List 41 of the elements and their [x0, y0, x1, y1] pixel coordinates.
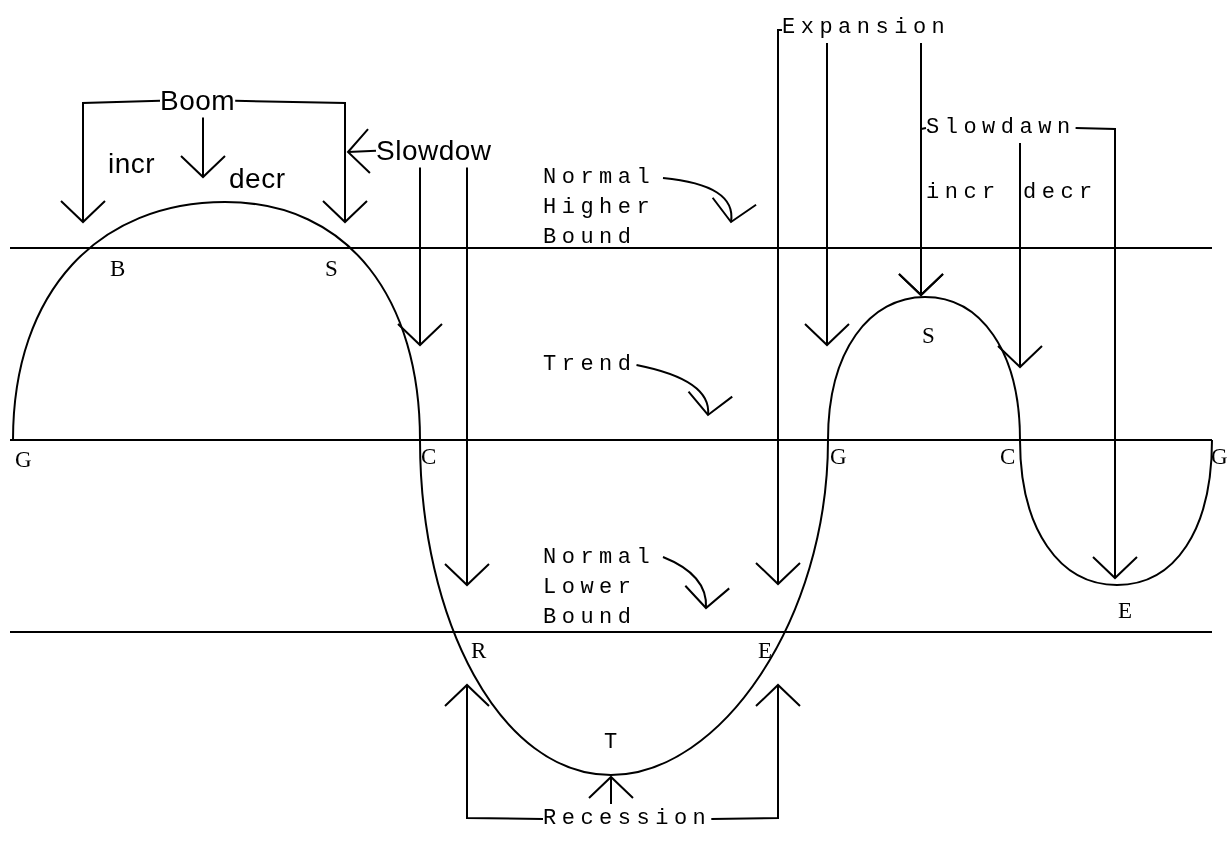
leader-arrow: [60, 99, 161, 223]
text-label: decr: [1023, 179, 1098, 207]
point-label: S: [325, 255, 338, 283]
leader-arrow: [710, 684, 801, 820]
leader-arrow: [662, 177, 756, 223]
leader-arrow: [1074, 127, 1138, 579]
point-label: E: [758, 637, 773, 665]
point-label: G: [1211, 443, 1228, 471]
leader-arrow: [444, 166, 490, 586]
point-label: B: [110, 255, 126, 283]
leader-arrow: [588, 776, 634, 805]
slowdown-label: Slowdawn: [926, 113, 1076, 143]
leader-arrow: [662, 556, 730, 609]
text-label: incr: [108, 147, 156, 181]
leader-arrow: [444, 684, 544, 820]
leader-arrow: [755, 29, 801, 585]
leader-arrow: [635, 364, 732, 416]
point-label: R: [471, 637, 487, 665]
point-label: S: [922, 322, 935, 350]
expansion-label: Expansion: [782, 13, 951, 43]
trend-label: Trend: [543, 350, 637, 380]
slowdown-label: Slowdow: [376, 134, 492, 168]
recession-label: Recession: [543, 804, 712, 834]
text-label: decr: [229, 162, 286, 196]
point-label: G: [830, 443, 847, 471]
point-label: G: [15, 446, 32, 474]
point-label: E: [1118, 597, 1133, 625]
higher-bound-label: Normal Higher Bound: [543, 163, 663, 253]
leader-arrow: [898, 127, 944, 296]
lower-bound-label: Normal Lower Bound: [543, 543, 663, 633]
leader-arrow: [804, 42, 850, 346]
point-label: T: [604, 729, 623, 757]
leader-arrow: [180, 116, 226, 178]
point-label: C: [421, 443, 437, 471]
boom-label: Boom: [160, 84, 236, 118]
point-label: C: [1000, 443, 1016, 471]
leader-arrow: [347, 128, 377, 175]
text-label: incr: [926, 179, 1001, 207]
leader-arrow: [397, 166, 443, 346]
leader-arrow: [234, 99, 368, 223]
leader-arrow: [997, 142, 1043, 368]
